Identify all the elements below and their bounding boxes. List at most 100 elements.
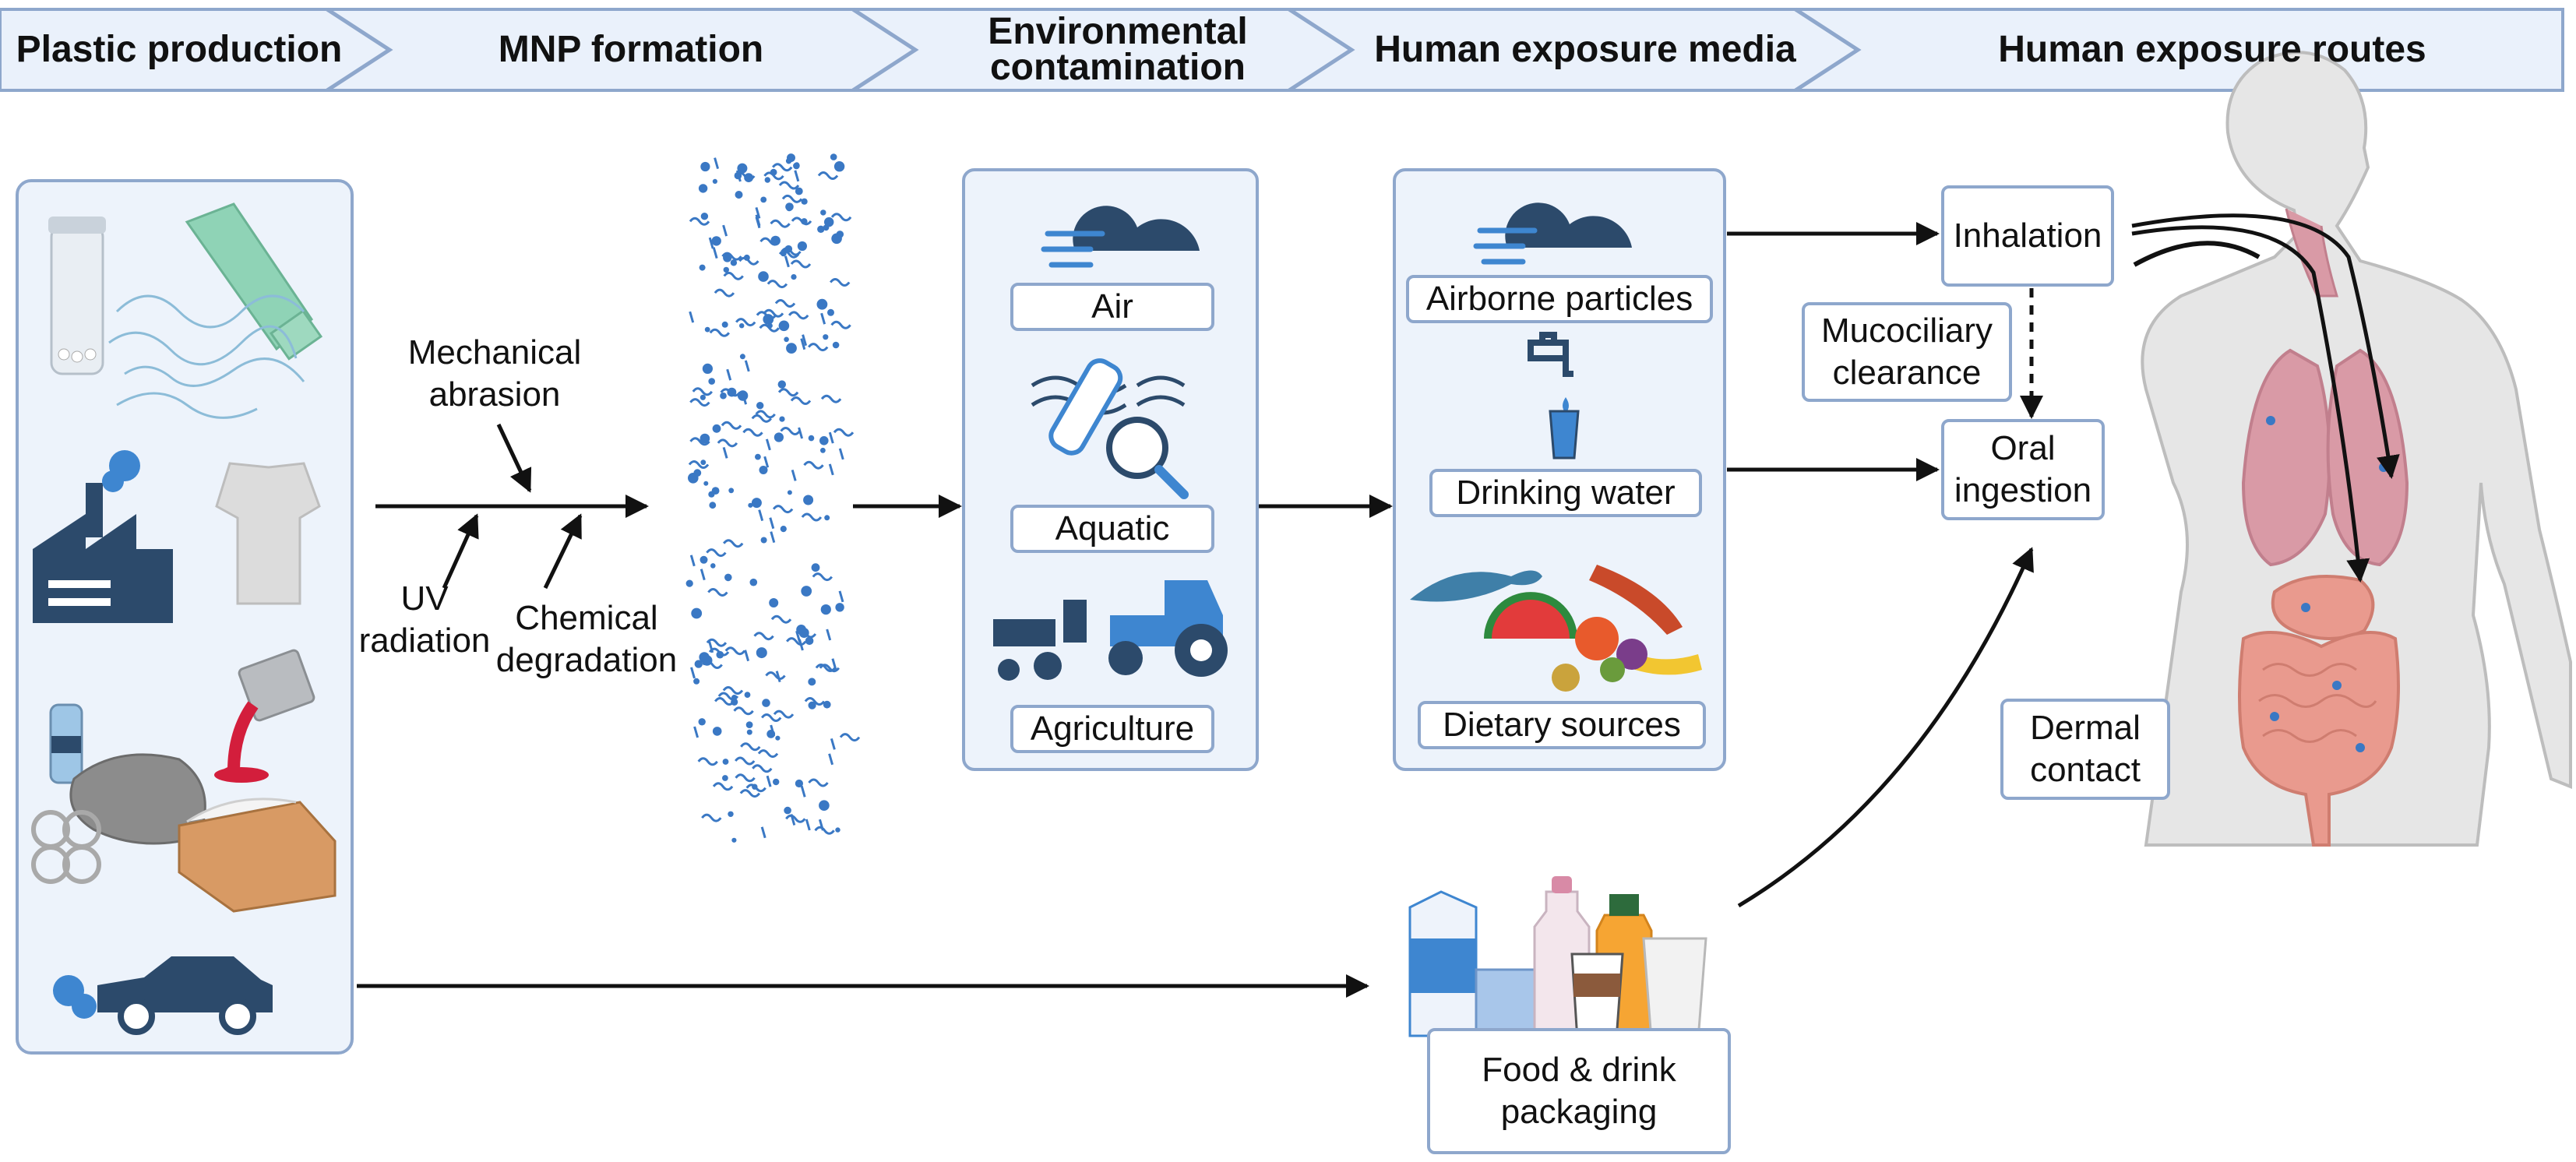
particle xyxy=(773,710,795,719)
particle xyxy=(800,338,806,350)
particle xyxy=(689,555,696,567)
stage-environmental-contamination: Environmental contamination xyxy=(988,11,1248,88)
particle xyxy=(693,726,700,738)
agriculture-label: Agriculture xyxy=(1010,705,1214,753)
particle xyxy=(830,213,852,222)
particle xyxy=(830,320,851,329)
particle xyxy=(802,334,808,347)
particle xyxy=(815,664,837,672)
particle xyxy=(697,757,718,766)
particle xyxy=(758,509,764,522)
particle xyxy=(801,586,812,597)
particle xyxy=(824,515,830,521)
particle xyxy=(763,171,784,181)
particle xyxy=(794,170,800,182)
particle xyxy=(790,259,812,269)
particle xyxy=(780,427,801,435)
particle xyxy=(788,311,809,320)
particle xyxy=(755,214,761,227)
particle xyxy=(787,153,795,163)
particle xyxy=(828,431,834,444)
particle xyxy=(808,435,815,442)
particle xyxy=(773,778,780,786)
particle xyxy=(811,563,820,572)
environment-icons xyxy=(993,206,1228,681)
particle xyxy=(770,235,781,246)
particle xyxy=(795,779,803,788)
particle xyxy=(835,603,844,612)
particle xyxy=(739,789,761,798)
particle xyxy=(711,236,721,246)
particle xyxy=(819,800,830,811)
particle xyxy=(742,428,763,437)
particle xyxy=(756,647,767,659)
particle xyxy=(770,614,792,624)
particle xyxy=(726,368,732,381)
airborne-particles-label: Airborne particles xyxy=(1406,275,1713,323)
particle xyxy=(785,202,794,211)
particle xyxy=(820,210,826,216)
particle xyxy=(830,153,837,160)
microplastic-particles xyxy=(685,153,861,843)
particle xyxy=(766,775,772,787)
particle xyxy=(693,678,700,685)
particle xyxy=(797,241,807,252)
particle xyxy=(804,697,826,706)
particle xyxy=(739,323,745,329)
particle xyxy=(808,701,816,710)
particle xyxy=(723,539,744,548)
particle xyxy=(784,255,790,268)
particle xyxy=(766,730,776,738)
particle xyxy=(746,729,752,735)
particle xyxy=(707,588,728,597)
particle xyxy=(723,253,732,262)
particle xyxy=(712,782,734,791)
particle xyxy=(775,671,781,683)
particle xyxy=(820,394,842,403)
particle xyxy=(753,632,774,641)
particle xyxy=(691,607,703,619)
particle xyxy=(700,433,710,444)
particle xyxy=(734,171,742,180)
particle xyxy=(769,598,779,607)
flow-arrows xyxy=(357,213,2400,998)
particle xyxy=(692,387,713,396)
particle xyxy=(738,256,759,266)
particle xyxy=(787,490,792,495)
particle xyxy=(772,505,794,514)
particle xyxy=(777,380,786,389)
particle xyxy=(775,735,781,741)
particle xyxy=(760,826,766,839)
stage-mnp-formation: MNP formation xyxy=(498,29,764,70)
particle xyxy=(711,487,720,495)
particle xyxy=(836,231,844,238)
particle xyxy=(722,224,728,237)
particle xyxy=(833,161,845,172)
dietary-sources-label: Dietary sources xyxy=(1418,701,1706,749)
particle xyxy=(758,271,769,282)
particle xyxy=(785,814,806,823)
particle xyxy=(702,363,714,374)
particle xyxy=(784,336,789,343)
particle xyxy=(823,700,831,709)
particle xyxy=(756,402,764,410)
dermal-contact-label: Dermal contact xyxy=(2000,699,2170,800)
particle xyxy=(723,266,729,273)
stage-plastic-production: Plastic production xyxy=(16,29,343,70)
particle xyxy=(712,247,718,259)
particle xyxy=(786,637,807,646)
particle xyxy=(777,388,799,397)
particle xyxy=(735,756,756,766)
particle xyxy=(830,278,851,287)
particle xyxy=(798,427,804,439)
particle xyxy=(764,177,770,183)
particle xyxy=(819,436,829,445)
particle xyxy=(781,194,803,203)
particle xyxy=(700,161,710,172)
particle xyxy=(685,579,693,587)
particle xyxy=(814,826,835,835)
particle xyxy=(817,225,825,233)
particle xyxy=(820,312,826,325)
particle xyxy=(780,526,787,533)
